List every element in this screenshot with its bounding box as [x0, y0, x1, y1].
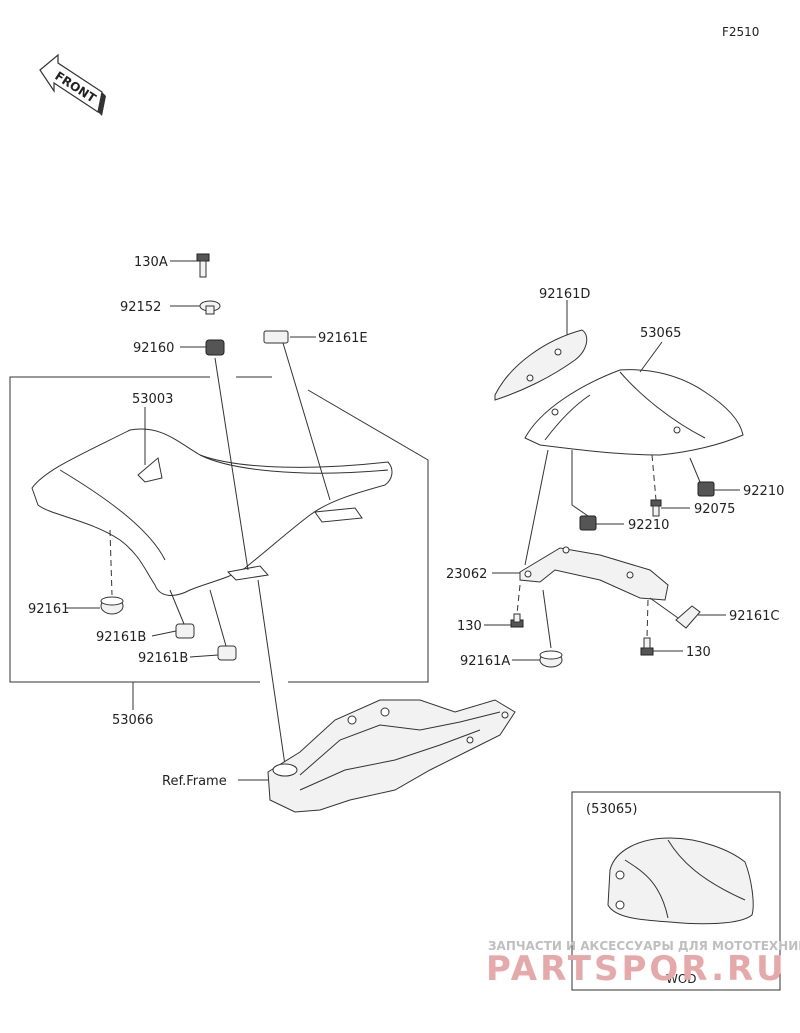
seat-cover-53065-drawing — [524, 369, 744, 456]
inset-title: (53065) — [586, 802, 638, 817]
part-label-130-1[interactable]: 130 — [457, 619, 482, 634]
diagram-code: F2510 — [722, 25, 759, 39]
part-label-23062[interactable]: 23062 — [446, 567, 487, 582]
damper-92161E-drawing — [263, 330, 289, 344]
inset-variant: WOD — [666, 972, 697, 986]
watermark-logo-text: PARTSPOR.RU — [486, 949, 787, 989]
ref-frame-label[interactable]: Ref.Frame — [162, 774, 227, 789]
frame-drawing — [267, 699, 516, 813]
part-label-130-2[interactable]: 130 — [686, 645, 711, 660]
part-label-92161A[interactable]: 92161A — [460, 654, 510, 669]
clip-92210-2-drawing — [579, 515, 597, 531]
collar-92160-drawing — [205, 339, 225, 356]
part-label-53065[interactable]: 53065 — [640, 326, 681, 341]
part-label-92161E[interactable]: 92161E — [318, 331, 368, 346]
damper-92161A-drawing — [539, 650, 563, 668]
bolt-130A-drawing — [196, 253, 210, 278]
part-label-92210-2[interactable]: 92210 — [628, 518, 669, 533]
damper-92161B-2-drawing — [217, 645, 237, 661]
part-label-92075[interactable]: 92075 — [694, 502, 735, 517]
front-arrow-icon: FRONT — [39, 53, 106, 116]
part-label-92161B-1[interactable]: 92161B — [96, 630, 146, 645]
seat-assembly-box — [9, 376, 429, 683]
damper-92161B-1-drawing — [175, 623, 195, 639]
bracket-23062-drawing — [519, 546, 669, 601]
bolt-130-1-drawing — [510, 613, 524, 628]
part-label-92210-1[interactable]: 92210 — [743, 484, 784, 499]
inset-box — [571, 791, 781, 991]
part-label-92161B-2[interactable]: 92161B — [138, 651, 188, 666]
clip-92210-1-drawing — [697, 481, 715, 497]
part-label-92160[interactable]: 92160 — [133, 341, 174, 356]
watermark-tagline: ЗАПЧАСТИ И АКСЕССУАРЫ ДЛЯ МОТОТЕХНИКИ — [488, 939, 800, 953]
washer-92152-drawing — [199, 300, 221, 315]
part-label-53003[interactable]: 53003 — [132, 392, 173, 407]
part-label-92152[interactable]: 92152 — [120, 300, 161, 315]
damper-92161D-drawing — [494, 329, 588, 401]
part-label-53066[interactable]: 53066 — [112, 713, 153, 728]
part-label-130A[interactable]: 130A — [134, 255, 168, 270]
damper-92161C-drawing — [675, 605, 701, 629]
part-label-92161D[interactable]: 92161D — [539, 287, 590, 302]
part-label-92161[interactable]: 92161 — [28, 602, 69, 617]
damper-92161-drawing — [100, 596, 124, 615]
part-label-92161C[interactable]: 92161C — [729, 609, 779, 624]
bolt-130-2-drawing — [640, 637, 654, 656]
front-seat-drawing — [31, 428, 393, 596]
screw-92075-drawing — [650, 499, 662, 517]
